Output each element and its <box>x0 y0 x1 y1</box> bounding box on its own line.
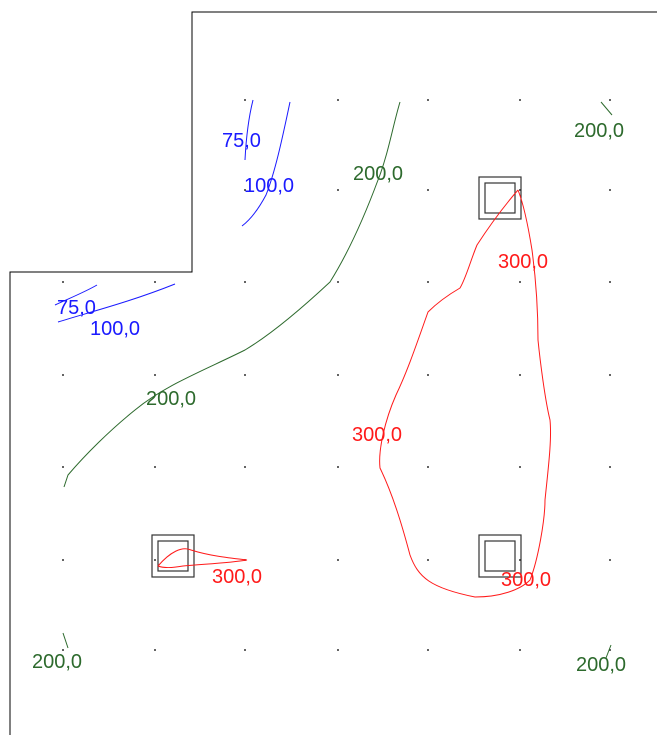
grid-point <box>337 559 339 561</box>
label-300-bottom-left: 300,0 <box>212 566 262 588</box>
grid-point <box>609 189 611 191</box>
grid-point <box>154 559 156 561</box>
grid-point <box>244 649 246 651</box>
grid-point <box>244 281 246 283</box>
grid-point <box>62 374 64 376</box>
column-bottom-right <box>478 534 522 578</box>
grid-point <box>427 559 429 561</box>
label-200-left: 200,0 <box>146 388 196 410</box>
grid-points <box>62 99 611 651</box>
grid-point <box>62 281 64 283</box>
grid-point <box>427 99 429 101</box>
isoline-200-corner-bottom-right <box>605 644 612 659</box>
label-200-top-right: 200,0 <box>574 120 624 142</box>
grid-point <box>519 466 521 468</box>
grid-point <box>427 466 429 468</box>
grid-point <box>154 649 156 651</box>
grid-point <box>427 189 429 191</box>
column-bottom-left <box>151 534 195 578</box>
grid-point <box>519 99 521 101</box>
grid-point <box>337 281 339 283</box>
grid-point <box>337 374 339 376</box>
label-200-bottom-left: 200,0 <box>32 651 82 673</box>
grid-point <box>154 281 156 283</box>
label-300-top: 300,0 <box>498 251 548 273</box>
label-300-middle: 300,0 <box>352 424 402 446</box>
label-100-left: 100,0 <box>90 318 140 340</box>
isoline-75-left <box>54 284 98 306</box>
grid-point <box>337 189 339 191</box>
grid-point <box>337 649 339 651</box>
grid-point <box>244 189 246 191</box>
isoline-75-top <box>244 99 254 161</box>
isoline-200-main <box>63 101 401 488</box>
grid-point <box>337 99 339 101</box>
grid-point <box>609 99 611 101</box>
grid-point <box>244 99 246 101</box>
isoline-200-corner-bottom-left <box>62 632 69 649</box>
grid-point <box>154 374 156 376</box>
grid-point <box>62 649 64 651</box>
grid-point <box>62 559 64 561</box>
grid-point <box>609 281 611 283</box>
grid-point <box>244 466 246 468</box>
grid-point <box>519 649 521 651</box>
isoline-300-column <box>157 548 248 568</box>
label-200-bottom-right: 200,0 <box>576 654 626 676</box>
isoline-200-corner-top-right <box>600 101 613 116</box>
grid-point <box>609 559 611 561</box>
grid-point <box>62 466 64 468</box>
grid-point <box>609 466 611 468</box>
label-100-top: 100,0 <box>244 175 294 197</box>
isoline-100-left <box>57 283 176 323</box>
isoline-300-main <box>379 189 552 598</box>
grid-point <box>244 374 246 376</box>
grid-point <box>519 374 521 376</box>
label-300-bottom-right: 300,0 <box>501 569 551 591</box>
grid-point <box>609 374 611 376</box>
grid-point <box>427 281 429 283</box>
grid-point <box>427 649 429 651</box>
label-75-left: 75,0 <box>57 297 96 319</box>
label-200-top-mid: 200,0 <box>353 163 403 185</box>
grid-point <box>337 466 339 468</box>
isoline-100-top <box>241 101 291 227</box>
grid-point <box>427 374 429 376</box>
grid-point <box>519 281 521 283</box>
label-75-top: 75,0 <box>222 130 261 152</box>
grid-point <box>154 466 156 468</box>
slab-outline <box>9 11 657 735</box>
